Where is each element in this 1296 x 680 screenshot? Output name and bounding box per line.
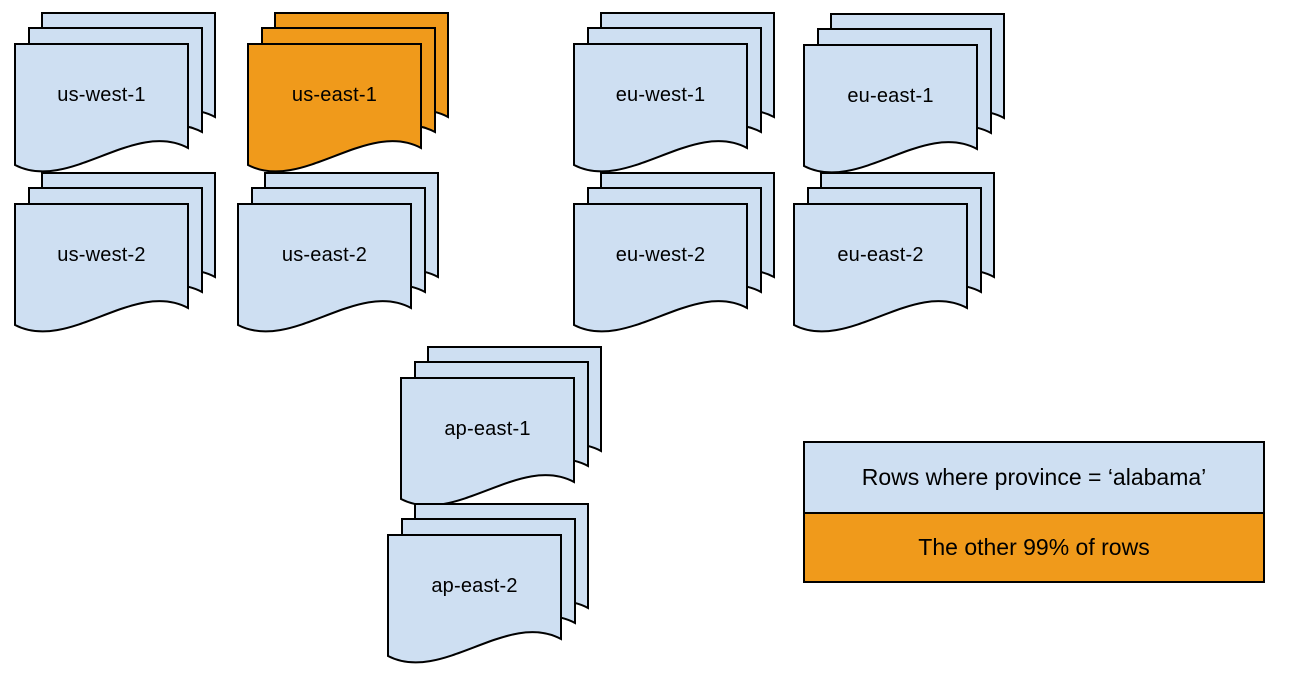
- document-stack-icon: [400, 346, 602, 507]
- document-icon-front: [387, 534, 562, 664]
- region-stack-eu-west-2: eu-west-2: [573, 172, 777, 336]
- document-icon-front: [573, 203, 748, 333]
- document-icon-front: [573, 43, 748, 173]
- region-stack-eu-east-2: eu-east-2: [793, 172, 997, 336]
- document-stack-icon: [803, 13, 1005, 174]
- document-stack-icon: [14, 172, 216, 333]
- region-label: eu-east-1: [847, 84, 934, 107]
- document-stack-icon: [247, 12, 449, 173]
- legend-item-label: Rows where province = ‘alabama’: [861, 464, 1207, 490]
- legend-item-alabama-rows: Rows where province = ‘alabama’: [805, 443, 1263, 512]
- region-label: eu-west-2: [615, 243, 706, 266]
- region-stack-ap-east-2: ap-east-2: [387, 503, 591, 667]
- region-label: ap-east-2: [431, 574, 518, 597]
- region-stack-us-west-2: us-west-2: [14, 172, 218, 336]
- region-stack-ap-east-1: ap-east-1: [400, 346, 604, 510]
- document-icon-front: [14, 43, 189, 173]
- region-stack-us-east-1: us-east-1: [247, 12, 451, 176]
- document-icon-front: [247, 43, 422, 173]
- document-stack-icon: [573, 12, 775, 173]
- document-icon-front: [237, 203, 412, 333]
- region-stack-us-east-2: us-east-2: [237, 172, 441, 336]
- document-stack-icon: [793, 172, 995, 333]
- region-label: us-west-2: [57, 243, 146, 266]
- legend: Rows where province = ‘alabama’ The othe…: [803, 441, 1265, 583]
- document-stack-icon: [14, 12, 216, 173]
- region-stack-us-west-1: us-west-1: [14, 12, 218, 176]
- region-label: us-east-1: [291, 83, 378, 106]
- document-icon-front: [803, 44, 978, 174]
- region-label: eu-west-1: [615, 83, 706, 106]
- document-stack-icon: [573, 172, 775, 333]
- document-icon-front: [14, 203, 189, 333]
- region-label: ap-east-1: [444, 417, 531, 440]
- legend-item-label: The other 99% of rows: [918, 534, 1150, 560]
- region-label: us-east-2: [281, 243, 368, 266]
- region-stack-eu-east-1: eu-east-1: [803, 13, 1007, 177]
- document-stack-icon: [387, 503, 589, 664]
- document-stack-icon: [237, 172, 439, 333]
- legend-item-other-rows: The other 99% of rows: [805, 512, 1263, 581]
- document-icon-front: [793, 203, 968, 333]
- region-label: eu-east-2: [837, 243, 924, 266]
- region-label: us-west-1: [57, 83, 146, 106]
- region-stack-eu-west-1: eu-west-1: [573, 12, 777, 176]
